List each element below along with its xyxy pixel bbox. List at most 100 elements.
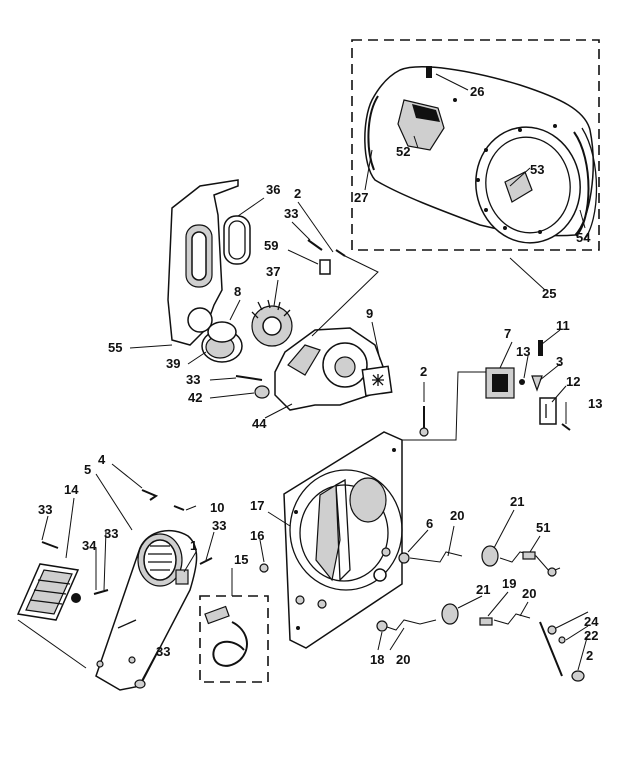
label-33-mid: 33 — [186, 372, 200, 387]
label-42: 42 — [188, 390, 202, 405]
screw-42 — [254, 385, 270, 399]
idler-arm — [539, 621, 563, 677]
felt-seal — [223, 215, 251, 265]
front-seal-outer — [581, 127, 598, 241]
label-6: 6 — [426, 516, 433, 531]
callout-labels: 26 52 27 53 54 25 36 2 33 59 37 8 55 39 … — [38, 84, 602, 667]
label-2-mid: 2 — [420, 364, 427, 379]
drum-screw — [426, 66, 432, 78]
label-2-lower: 2 — [586, 648, 593, 663]
label-20-lower: 20 — [396, 652, 410, 667]
label-16: 16 — [250, 528, 264, 543]
label-3: 3 — [556, 354, 563, 369]
screw-13 — [519, 379, 525, 385]
roller-21-lower — [441, 603, 459, 625]
bracket-12 — [539, 397, 557, 425]
label-1: 1 — [190, 538, 197, 553]
label-20-right: 20 — [522, 586, 536, 601]
label-17: 17 — [250, 498, 264, 513]
label-33-right: 33 — [212, 518, 226, 533]
label-44: 44 — [252, 416, 267, 431]
label-2-upper: 2 — [294, 186, 301, 201]
label-21-lower: 21 — [476, 582, 490, 597]
roller-6 — [398, 552, 410, 564]
label-4: 4 — [98, 452, 106, 467]
screw-2-lower — [571, 670, 585, 682]
label-8-upper: 8 — [234, 284, 241, 299]
label-33-center: 33 — [104, 526, 118, 541]
label-54: 54 — [576, 230, 591, 245]
shaft-19 — [479, 617, 493, 626]
screw-10 — [173, 505, 185, 511]
thermostat-3 — [531, 375, 543, 392]
label-33-upper: 33 — [284, 206, 298, 221]
label-26: 26 — [470, 84, 484, 99]
screw-33-right — [199, 557, 213, 565]
front-bulkhead — [283, 431, 403, 649]
screw-2-upper — [335, 249, 346, 257]
label-33-bottom: 33 — [156, 644, 170, 659]
front-panel-assembly — [16, 463, 269, 691]
label-7: 7 — [504, 326, 511, 341]
inner-baffle — [504, 171, 533, 203]
part-34 — [71, 593, 81, 603]
label-21-upper: 21 — [510, 494, 524, 509]
bearing-ring — [207, 321, 237, 343]
lint-grille — [349, 477, 387, 523]
nut-18 — [376, 620, 388, 632]
label-14: 14 — [64, 482, 79, 497]
label-12: 12 — [566, 374, 580, 389]
label-10: 10 — [210, 500, 224, 515]
nut-16 — [259, 563, 269, 573]
switch-1 — [175, 569, 189, 585]
screw-33-left — [41, 541, 59, 549]
baffle-slot — [412, 104, 440, 122]
label-9: 9 — [366, 306, 373, 321]
drum-assembly — [351, 39, 600, 291]
thermistor-11 — [538, 340, 543, 356]
shaft-51 — [522, 551, 536, 560]
rear-bulkhead-assembly — [129, 179, 393, 419]
label-25: 25 — [542, 286, 556, 301]
screw-33-bottom — [134, 679, 146, 689]
clip-59 — [319, 259, 331, 275]
label-39: 39 — [166, 356, 180, 371]
rear-seal — [367, 95, 379, 171]
label-51: 51 — [536, 520, 550, 535]
clip-4 — [141, 489, 159, 501]
label-55: 55 — [108, 340, 122, 355]
label-22: 22 — [584, 628, 598, 643]
roller-assembly — [376, 509, 589, 682]
screw-33-mid — [93, 589, 109, 595]
label-37: 37 — [266, 264, 280, 279]
harness-wire — [212, 621, 248, 667]
label-11: 11 — [556, 318, 570, 333]
label-53: 53 — [530, 162, 544, 177]
harness-box — [199, 595, 269, 683]
label-13-lower: 13 — [588, 396, 602, 411]
front-seal — [573, 131, 590, 237]
label-36: 36 — [266, 182, 280, 197]
controls-group — [392, 329, 571, 441]
harness-connector — [204, 605, 230, 625]
drum-dashed-box — [351, 39, 600, 251]
label-33-left: 33 — [38, 502, 52, 517]
screw-33-upper — [307, 239, 323, 251]
label-34: 34 — [82, 538, 97, 553]
screw-33 — [235, 375, 263, 381]
drum-inner-ring — [485, 136, 571, 234]
label-52: 52 — [396, 144, 410, 159]
label-15: 15 — [234, 552, 248, 567]
screw-13-lower — [561, 423, 571, 431]
label-5: 5 — [84, 462, 91, 477]
front-bulkhead-assembly — [259, 382, 429, 649]
label-24: 24 — [584, 614, 599, 629]
label-18: 18 — [370, 652, 384, 667]
label-59: 59 — [264, 238, 278, 253]
label-20-upper: 20 — [450, 508, 464, 523]
label-27: 27 — [354, 190, 368, 205]
roller-21-upper — [481, 545, 499, 567]
label-19: 19 — [502, 576, 516, 591]
bulkhead-opening — [289, 469, 403, 591]
